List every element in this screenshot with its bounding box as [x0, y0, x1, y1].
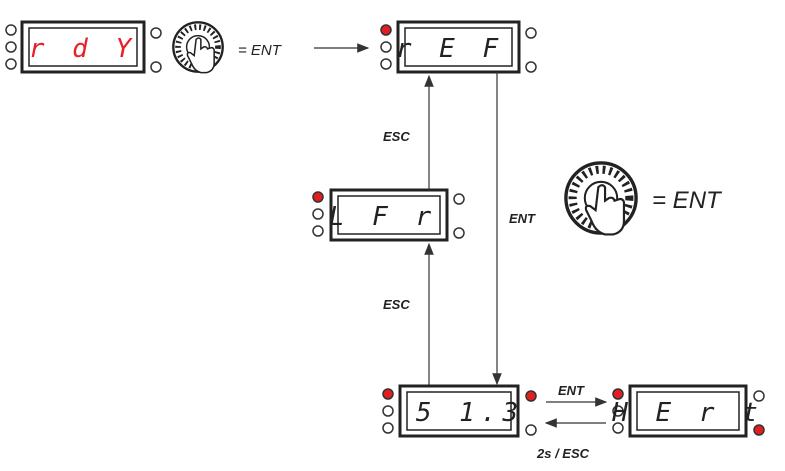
led-indicator — [525, 424, 537, 436]
led-indicator — [382, 422, 394, 434]
ent-label: ENT — [509, 211, 536, 226]
led-indicator — [312, 191, 324, 203]
display-text: r E F — [396, 34, 504, 64]
display-ref: r E F — [380, 20, 537, 74]
display-lfr: L F r — [312, 188, 465, 242]
led-indicator — [312, 208, 324, 220]
led-indicator — [525, 27, 537, 39]
led-indicator — [453, 193, 465, 205]
led-indicator — [5, 24, 17, 36]
esc-label: ESC — [383, 297, 410, 312]
display-text: H E r t — [611, 398, 764, 428]
led-indicator — [150, 27, 162, 39]
display-text: r d Y — [29, 34, 137, 64]
jog-dial-press-icon — [566, 163, 636, 235]
led-indicator — [612, 422, 624, 434]
display-text: L F r — [329, 202, 437, 232]
esc-label: 2s / ESC — [536, 446, 590, 461]
led-indicator — [380, 58, 392, 70]
led-indicator — [312, 225, 324, 237]
ent-label: = ENT — [238, 42, 283, 59]
led-indicator — [753, 424, 765, 436]
led-indicator — [612, 405, 624, 417]
led-indicator — [380, 41, 392, 53]
led-indicator — [5, 41, 17, 53]
led-indicator — [5, 58, 17, 70]
ent-label: = ENT — [652, 187, 723, 214]
led-indicator — [753, 390, 765, 402]
display-hert: H E r t — [611, 384, 765, 438]
jog-dial-press-icon — [173, 22, 222, 72]
led-indicator — [612, 388, 624, 400]
ent-label: ENT — [558, 383, 585, 398]
led-indicator — [382, 388, 394, 400]
led-indicator — [525, 61, 537, 73]
led-indicator — [525, 390, 537, 402]
esc-label: ESC — [383, 129, 410, 144]
led-indicator — [382, 405, 394, 417]
display-rdy: r d Y — [5, 20, 162, 74]
display-si3: 5 1.3 — [382, 384, 537, 438]
led-indicator — [380, 24, 392, 36]
led-indicator — [453, 227, 465, 239]
display-text: 5 1.3 — [416, 398, 524, 428]
led-indicator — [150, 61, 162, 73]
